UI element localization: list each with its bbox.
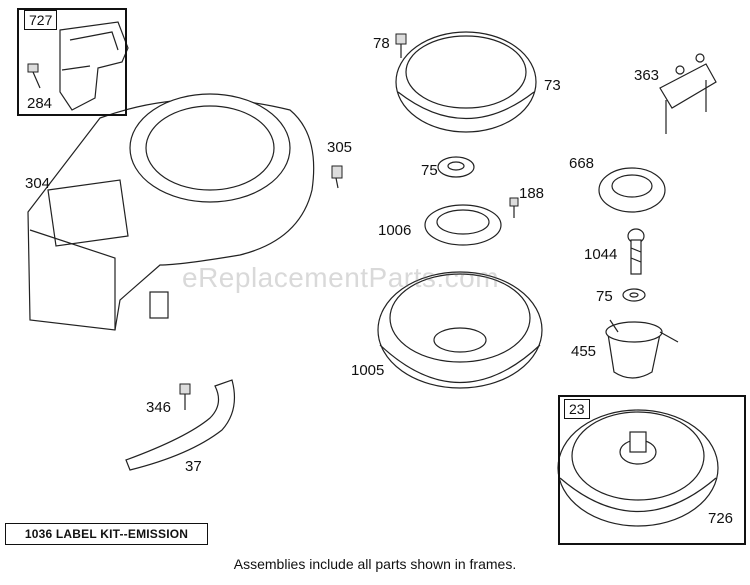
label-75-lower: 75 — [596, 288, 613, 305]
label-305: 305 — [327, 139, 353, 156]
part-78-screw — [395, 33, 407, 58]
label-73: 73 — [544, 77, 561, 94]
part-363-bracket — [659, 53, 717, 134]
part-346-screw — [179, 383, 191, 410]
label-455: 455 — [571, 343, 597, 360]
label-37: 37 — [185, 458, 202, 475]
frame-23-tag: 23 — [564, 399, 590, 419]
label-284: 284 — [27, 95, 53, 112]
part-75-washer-upper — [437, 156, 475, 178]
part-284-screw — [27, 63, 41, 89]
part-1005-flywheel — [377, 271, 543, 389]
part-304-blower-housing — [27, 93, 315, 331]
part-188-screw — [509, 197, 519, 218]
footer-note: Assemblies include all parts shown in fr… — [233, 556, 517, 572]
part-726-flywheel-assembly — [557, 409, 719, 527]
label-346: 346 — [146, 399, 172, 416]
frame-727 — [17, 8, 127, 116]
part-668-spacer — [598, 167, 666, 213]
label-1005: 1005 — [351, 362, 385, 379]
label-78: 78 — [373, 35, 390, 52]
part-37-baffle — [125, 379, 235, 471]
label-kit-box: 1036 LABEL KIT--EMISSION — [5, 523, 208, 545]
part-75-washer-lower — [622, 288, 646, 302]
label-1006: 1006 — [378, 222, 412, 239]
label-726: 726 — [708, 510, 734, 527]
frame-727-tag: 727 — [24, 10, 58, 30]
frame-23 — [558, 395, 746, 545]
part-305-screw — [331, 165, 343, 189]
label-668: 668 — [569, 155, 595, 172]
label-75-upper: 75 — [421, 162, 438, 179]
part-455-cup — [605, 319, 679, 379]
label-363: 363 — [634, 67, 660, 84]
label-188: 188 — [519, 185, 545, 202]
label-1044: 1044 — [584, 246, 618, 263]
watermark-text: eReplacementParts.com — [182, 262, 500, 293]
part-727-bracket — [59, 21, 129, 111]
part-73-screen — [395, 31, 537, 133]
label-304: 304 — [25, 175, 51, 192]
part-1044-nut — [627, 228, 645, 275]
part-1006-ratchet — [424, 204, 502, 246]
